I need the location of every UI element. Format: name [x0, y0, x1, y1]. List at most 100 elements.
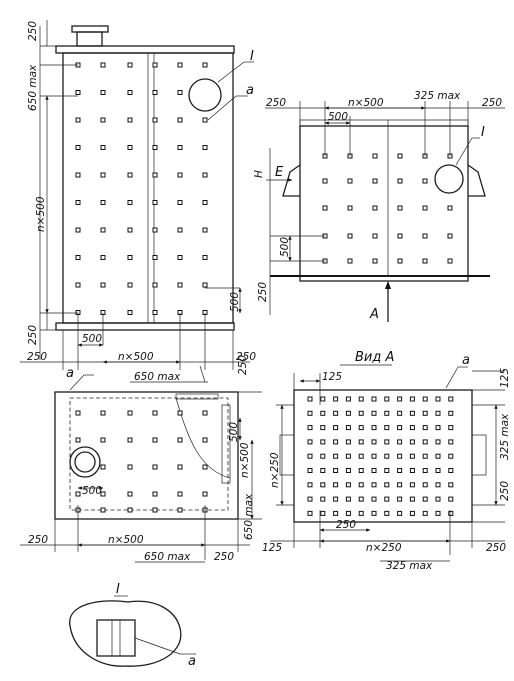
- hole: [384, 482, 390, 488]
- hole: [347, 258, 353, 264]
- view-a-bracket-right: [471, 434, 487, 476]
- plan-body: [54, 391, 239, 520]
- side-hole-grid: [322, 153, 453, 264]
- hole: [397, 178, 403, 184]
- detail-I-hole: [96, 619, 136, 657]
- hole: [127, 255, 133, 260]
- hole: [100, 200, 106, 205]
- hole: [371, 496, 377, 502]
- dim-plan-250-right: 250: [214, 551, 234, 563]
- hole: [422, 258, 428, 264]
- hole: [435, 510, 441, 516]
- view-a: [270, 364, 505, 562]
- dim-view-a-325max: 325 max: [386, 560, 433, 572]
- dim-side-325max: 325 max: [414, 90, 461, 102]
- side-view: [265, 101, 505, 322]
- hole: [333, 496, 339, 502]
- dim-front-250-right: 250: [236, 351, 256, 363]
- hole: [435, 425, 441, 431]
- hole: [384, 453, 390, 459]
- hole: [358, 453, 364, 459]
- hole: [75, 491, 81, 497]
- label-A-arrow: A: [369, 307, 379, 322]
- hole: [397, 425, 403, 431]
- hole: [152, 145, 158, 150]
- hole: [152, 410, 158, 416]
- hole: [75, 282, 81, 288]
- hole: [345, 482, 351, 488]
- hole: [333, 453, 339, 459]
- hole: [435, 496, 441, 502]
- hole: [152, 464, 158, 470]
- hole: [177, 145, 183, 150]
- dim-plan-500-right: 500: [228, 422, 240, 442]
- hole: [152, 172, 158, 178]
- hole: [422, 233, 428, 239]
- hole: [177, 464, 183, 470]
- hole: [409, 510, 415, 516]
- hole: [358, 396, 364, 402]
- hole: [152, 507, 158, 513]
- hole: [422, 178, 428, 184]
- hole: [371, 396, 377, 402]
- hole: [422, 396, 428, 402]
- label-I-front: I: [250, 49, 254, 64]
- dim-front-250-top: 250: [27, 21, 39, 41]
- hole: [422, 496, 428, 502]
- hole: [320, 510, 326, 516]
- hole: [320, 482, 326, 488]
- hole: [202, 437, 208, 443]
- hole: [100, 145, 106, 150]
- hole: [333, 425, 339, 431]
- hole: [127, 464, 133, 470]
- label-a-detail: a: [188, 654, 196, 669]
- side-bracket-left: [282, 164, 301, 197]
- plan-view: [20, 374, 262, 563]
- hole: [202, 62, 208, 68]
- dim-view-a-250-bottom: 250: [336, 519, 356, 531]
- hole: [152, 200, 158, 205]
- hole: [100, 410, 106, 416]
- hole: [127, 90, 133, 95]
- hole: [358, 482, 364, 488]
- hole: [384, 510, 390, 516]
- hole: [320, 425, 326, 431]
- hole: [371, 482, 377, 488]
- hole: [448, 410, 454, 416]
- hole: [409, 425, 415, 431]
- hole: [345, 496, 351, 502]
- dim-plan-650max-right: 650 max: [243, 493, 255, 540]
- hole: [397, 258, 403, 264]
- hole: [127, 491, 133, 497]
- dim-side-500-left: 500: [279, 237, 291, 257]
- hole: [177, 62, 183, 68]
- hole: [202, 255, 208, 260]
- hole: [347, 178, 353, 184]
- hole: [422, 468, 428, 473]
- hole: [372, 233, 378, 239]
- hole: [320, 439, 326, 445]
- hole: [307, 482, 313, 488]
- view-a-title: Вид А: [355, 350, 394, 365]
- hole: [202, 410, 208, 416]
- hole: [333, 396, 339, 402]
- hole: [152, 255, 158, 260]
- hole: [397, 410, 403, 416]
- hole: [448, 510, 454, 516]
- hole: [307, 410, 313, 416]
- hole: [333, 510, 339, 516]
- dim-plan-650max: 650 max: [144, 551, 191, 563]
- hole: [127, 410, 133, 416]
- hole: [384, 496, 390, 502]
- hole: [409, 482, 415, 488]
- hole: [333, 468, 339, 473]
- dim-plan-250-left: 250: [28, 534, 48, 546]
- front-nozzle-flange: [71, 25, 109, 33]
- hole: [345, 468, 351, 473]
- hole: [152, 90, 158, 95]
- label-a-plan: a: [66, 366, 74, 381]
- dim-view-a-250-right: 250: [499, 481, 511, 501]
- hole: [100, 282, 106, 288]
- hole: [397, 396, 403, 402]
- dim-side-n500: n×500: [348, 97, 384, 109]
